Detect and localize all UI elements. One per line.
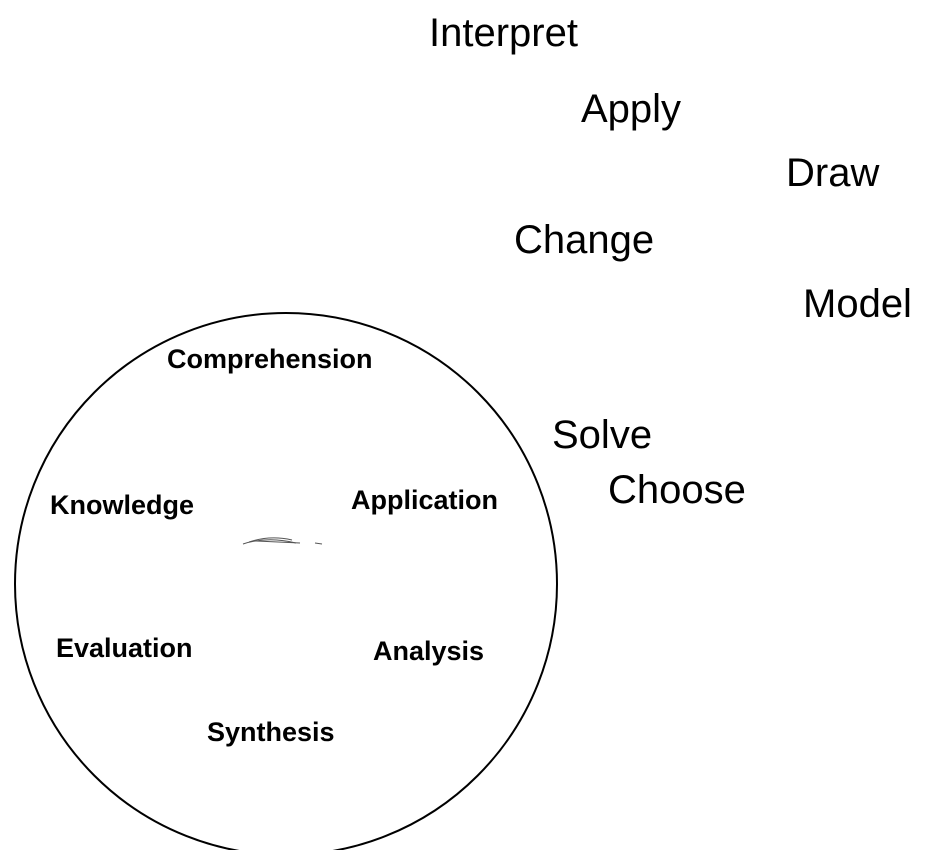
level-comprehension: Comprehension <box>167 344 373 374</box>
level-analysis: Analysis <box>373 636 485 666</box>
verb-interpret: Interpret <box>429 11 578 55</box>
verb-change: Change <box>514 218 655 262</box>
verb-solve: Solve <box>552 413 653 457</box>
level-application: Application <box>351 485 498 515</box>
verb-draw: Draw <box>786 151 880 195</box>
level-evaluation: Evaluation <box>56 633 193 663</box>
verb-model: Model <box>803 282 912 326</box>
center-sketch-fragment <box>242 537 323 545</box>
level-synthesis: Synthesis <box>207 717 335 747</box>
level-knowledge: Knowledge <box>50 490 195 520</box>
taxonomy-circle <box>14 312 558 850</box>
verb-choose: Choose <box>608 468 746 512</box>
verb-apply: Apply <box>581 87 682 131</box>
